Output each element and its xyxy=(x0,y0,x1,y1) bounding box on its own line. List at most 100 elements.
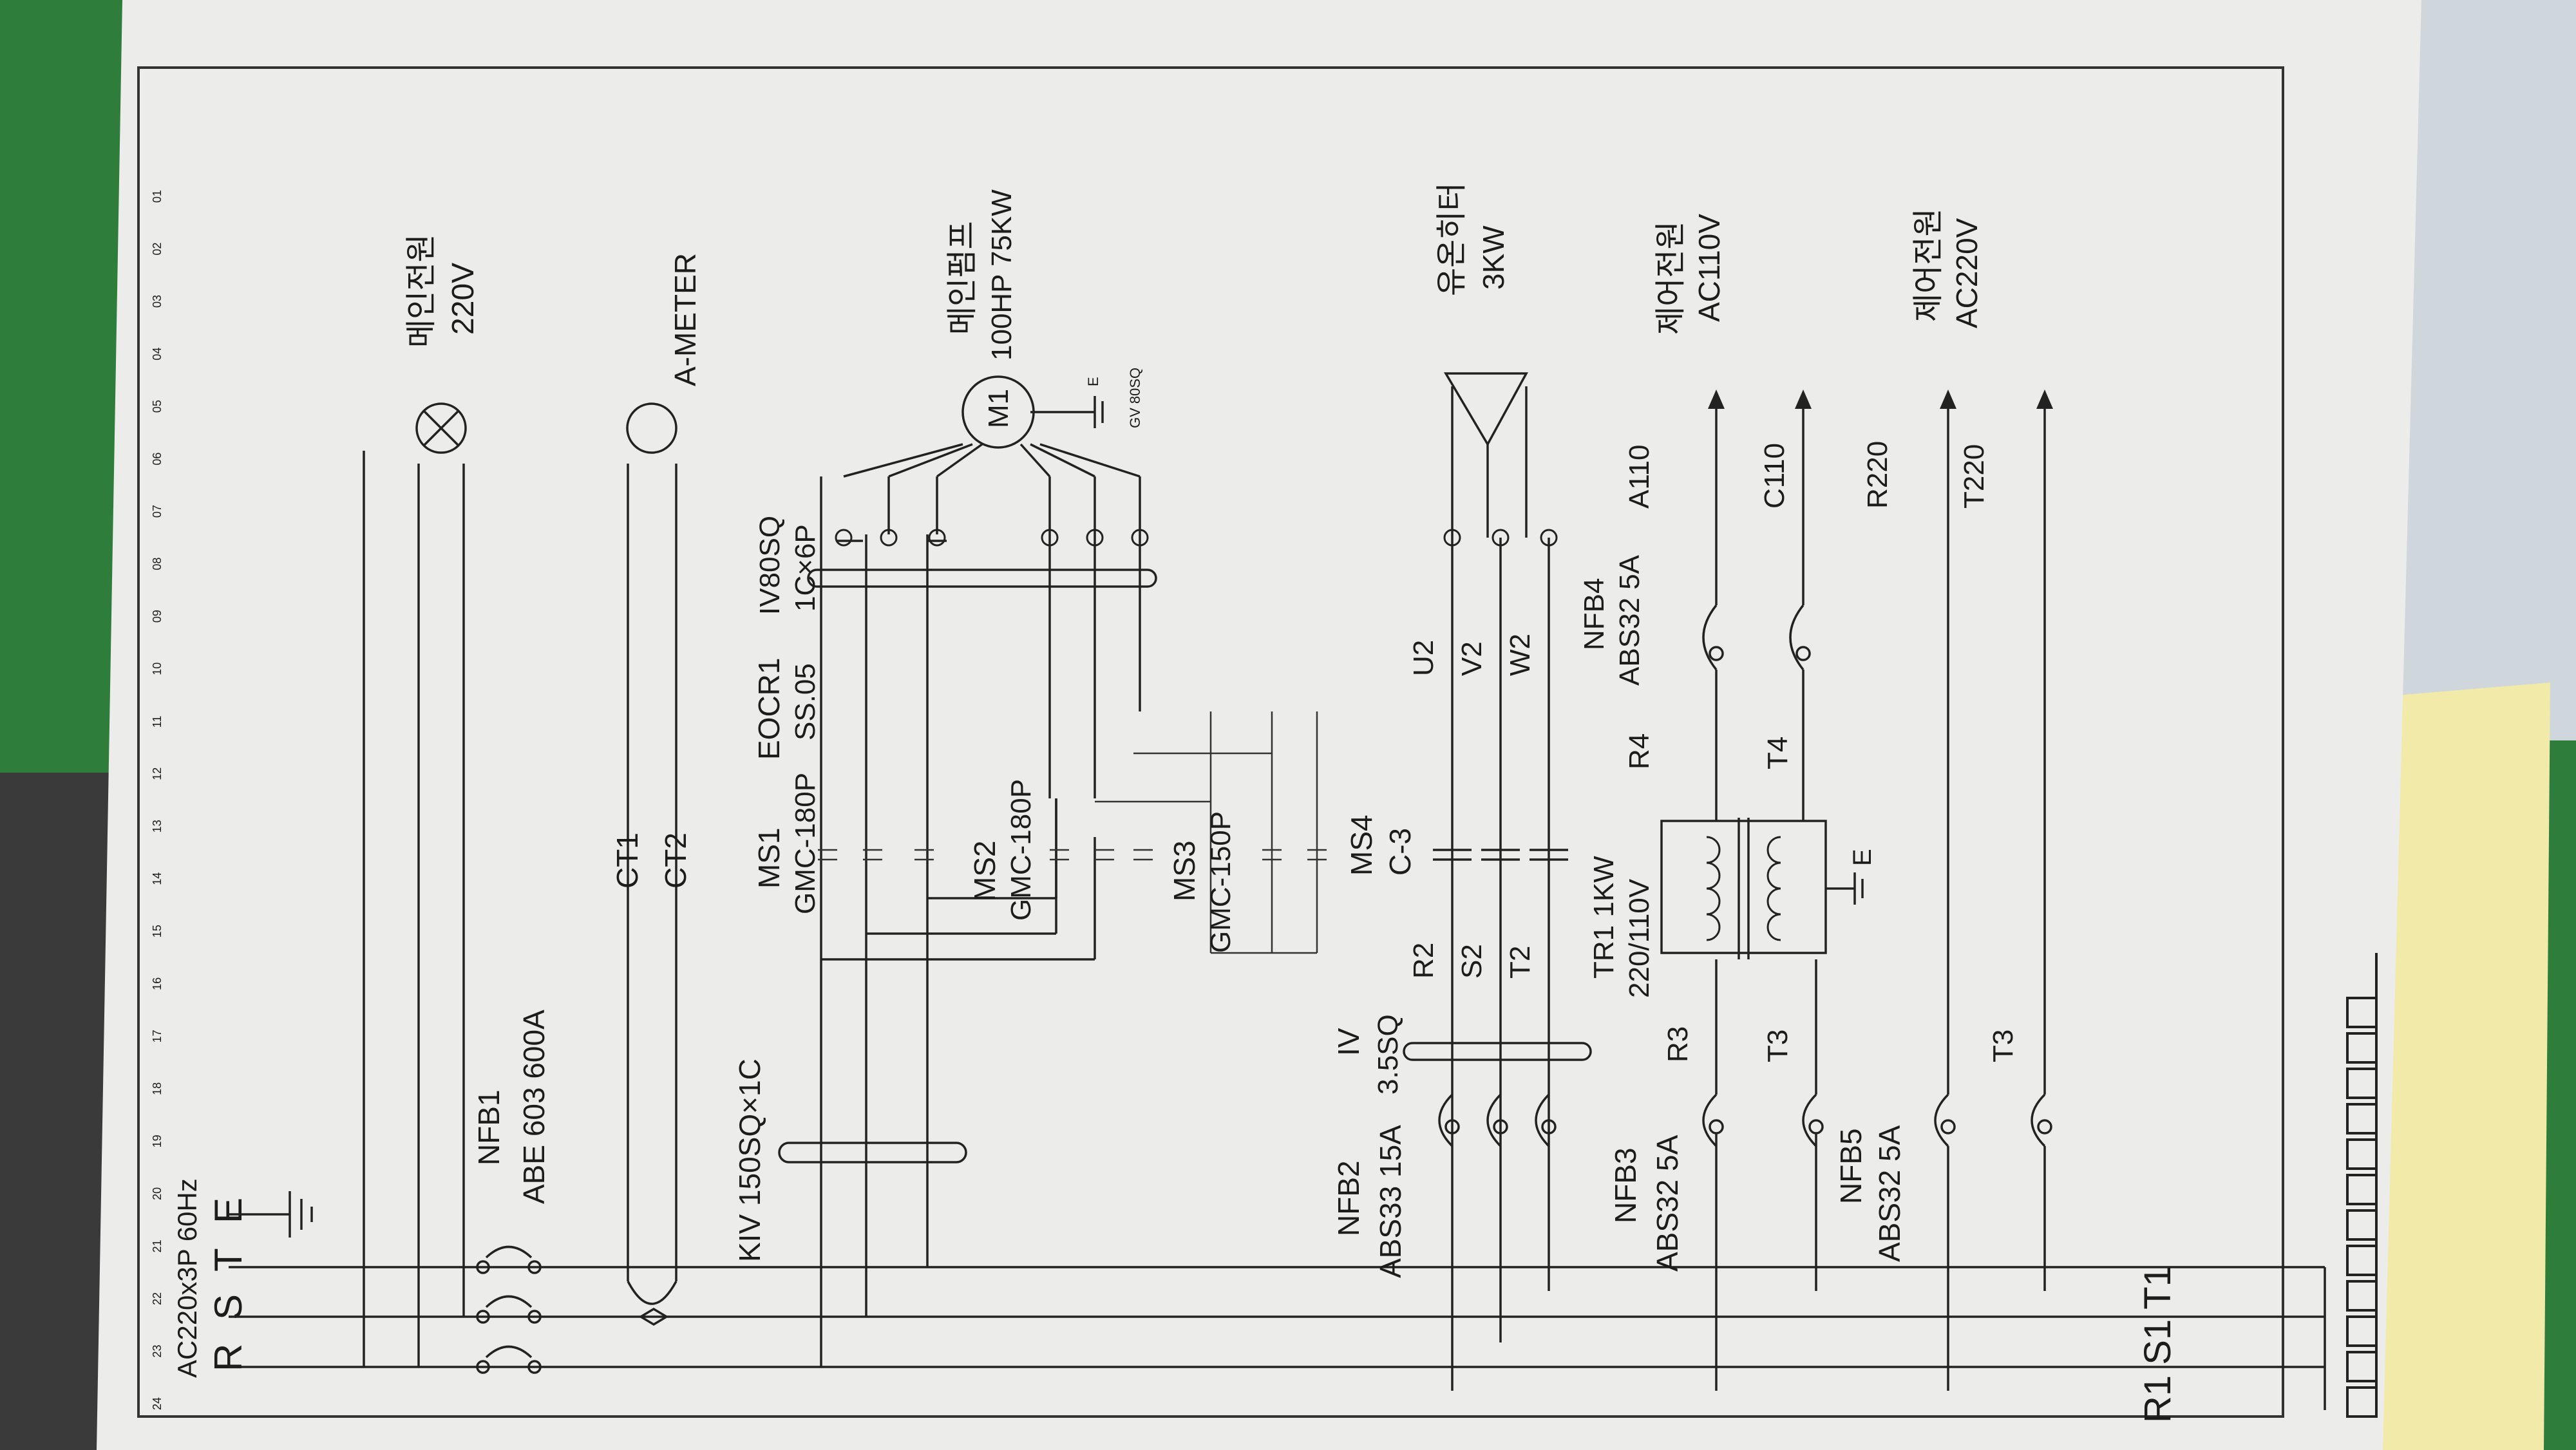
a-meter-label: A-METER xyxy=(668,253,702,386)
motor-m1-label: M1 xyxy=(983,389,1014,428)
title-block-cell xyxy=(2346,1245,2378,1276)
nfb3-spec: ABS32 5A xyxy=(1651,1135,1684,1272)
tr1-name: TR1 1KW xyxy=(1588,856,1620,979)
r4-label: R4 xyxy=(1624,733,1655,769)
v2-label: V2 xyxy=(1456,641,1488,676)
heater-name: 유온히터 xyxy=(1435,182,1469,296)
eocr-and-motor-cable xyxy=(807,476,1157,798)
row-number: 13 xyxy=(151,820,164,833)
pump-ground-e: E xyxy=(1085,377,1101,386)
pump-name: 메인펌프 xyxy=(945,221,980,335)
row-number: 06 xyxy=(151,453,164,466)
ms4-spec: C-3 xyxy=(1383,828,1417,876)
t220-label: T220 xyxy=(1958,444,1990,509)
main-feeder xyxy=(778,534,1096,1367)
nfb4-name: NFB4 xyxy=(1578,578,1610,650)
row-number: 09 xyxy=(151,610,164,623)
row-number: 23 xyxy=(151,1344,164,1357)
star-delta-contactors xyxy=(818,711,1327,954)
ms3-spec: GMC-150P xyxy=(1205,811,1236,953)
ammeter-circuit xyxy=(626,402,677,1326)
row-number: 10 xyxy=(151,663,164,675)
heater-spec: 3KW xyxy=(1477,225,1510,290)
nfb3-name: NFB3 xyxy=(1609,1147,1642,1223)
diagram-border xyxy=(137,66,2284,1418)
iv-name: IV xyxy=(1332,1028,1365,1056)
pump-ground-label: GV 80SQ xyxy=(1127,368,1143,428)
title-block-cell xyxy=(2346,1138,2378,1170)
ctrl220-spec: AC220V xyxy=(1950,218,1984,328)
row-number: 03 xyxy=(151,295,164,308)
c110-label: C110 xyxy=(1759,443,1790,509)
row-number: 14 xyxy=(151,872,164,885)
control-branch-wiring xyxy=(1660,399,2052,1391)
ms1-name: MS1 xyxy=(752,827,786,889)
nfb5-spec: ABS32 5A xyxy=(1873,1125,1906,1262)
row-number: 22 xyxy=(151,1292,164,1305)
ms4-name: MS4 xyxy=(1345,814,1378,876)
title-block-cell xyxy=(2346,1351,2378,1382)
r220-label: R220 xyxy=(1862,441,1893,509)
phase-e: E xyxy=(207,1198,250,1223)
tr-ground-e: E xyxy=(1848,849,1877,866)
s2-label: S2 xyxy=(1456,944,1488,979)
main-power-name: 메인전원 xyxy=(404,234,439,348)
main-pump-motor-icon xyxy=(843,375,1141,478)
row-number: 04 xyxy=(151,348,164,361)
tr1-spec: 220/110V xyxy=(1624,878,1655,998)
title-block-cell xyxy=(2346,1068,2378,1099)
r3-label: R3 xyxy=(1662,1026,1694,1062)
title-block-cell xyxy=(2346,1315,2378,1347)
t3a-label: T3 xyxy=(1762,1030,1794,1062)
nfb4-spec: ABS32 5A xyxy=(1614,554,1645,686)
row-number: 21 xyxy=(151,1239,164,1252)
iv80-spec: 1C×6P xyxy=(790,524,821,612)
row-number: 20 xyxy=(151,1187,164,1200)
title-block-cell xyxy=(2346,1386,2378,1418)
row-number: 17 xyxy=(151,1030,164,1042)
t2-label: T2 xyxy=(1504,946,1536,979)
title-block-cell xyxy=(2346,1209,2378,1241)
ammeter-icon xyxy=(626,402,677,454)
title-block-cell xyxy=(2346,1103,2378,1135)
title-block-cells xyxy=(2346,997,2378,1418)
nfb1-breaker-icon xyxy=(476,1245,542,1374)
iv-spec: 3.5SQ xyxy=(1372,1014,1404,1095)
ms1-spec: GMC-180P xyxy=(790,773,821,914)
ctrl110-spec: AC110V xyxy=(1692,214,1726,322)
a110-label: A110 xyxy=(1624,445,1655,509)
nfb5-name: NFB5 xyxy=(1834,1128,1868,1204)
nfb2-name: NFB2 xyxy=(1332,1160,1365,1236)
row-number: 11 xyxy=(151,716,164,728)
nfb2-spec: ABS33 15A xyxy=(1374,1125,1407,1278)
t4-label: T4 xyxy=(1762,737,1794,769)
ct1-label: CT1 xyxy=(611,833,644,889)
nfb1-spec: ABE 603 600A xyxy=(517,1010,551,1204)
ground-icon xyxy=(229,1191,313,1238)
heater-branch-wiring xyxy=(1403,372,1592,1391)
ct2-label: CT2 xyxy=(659,833,692,889)
ctrl220-name: 제어전원 xyxy=(1911,208,1946,322)
title-block-cell xyxy=(2346,1174,2378,1205)
t3b-label: T3 xyxy=(1987,1030,2019,1062)
row-number: 07 xyxy=(151,505,164,518)
ms2-spec: GMC-180P xyxy=(1005,779,1037,921)
main-power-voltage: 220V xyxy=(446,263,480,335)
ms2-name: MS2 xyxy=(968,840,1001,901)
w2-label: W2 xyxy=(1504,634,1536,676)
nfb1-name: NFB1 xyxy=(472,1089,506,1165)
title-block-cell xyxy=(2346,1280,2378,1312)
row-number: 12 xyxy=(151,767,164,780)
row-number: 19 xyxy=(151,1135,164,1147)
phase-bus-lines xyxy=(229,451,2326,1410)
transformer-coils-icon xyxy=(1706,836,1781,941)
title-block-cell xyxy=(2346,1032,2378,1064)
main-power-lamp-icon xyxy=(415,402,467,1367)
eocr-name: EOCR1 xyxy=(752,658,786,760)
title-block-cell xyxy=(2346,997,2378,1028)
row-number: 01 xyxy=(151,190,164,203)
row-number: 15 xyxy=(151,925,164,937)
supply-title: AC220x3P 60Hz xyxy=(172,1178,202,1378)
iv80-name: IV80SQ xyxy=(754,516,786,615)
